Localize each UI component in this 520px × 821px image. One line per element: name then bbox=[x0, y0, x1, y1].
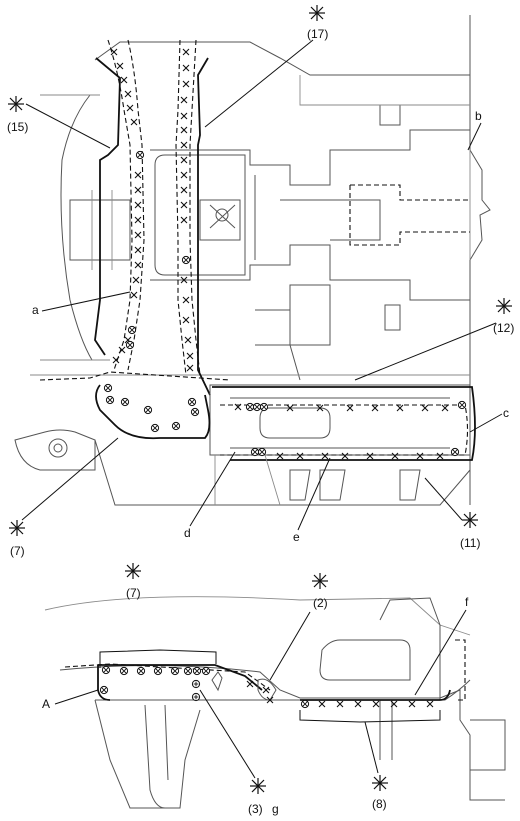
label-g: g bbox=[272, 802, 279, 816]
callout-11: (11) bbox=[460, 536, 480, 550]
star-2 bbox=[311, 572, 329, 590]
leader-2 bbox=[269, 611, 311, 681]
star-12 bbox=[495, 297, 513, 315]
leader-a bbox=[41, 291, 131, 312]
side-body-outline bbox=[44, 596, 506, 809]
rocker-panel bbox=[94, 384, 476, 506]
leader-11 bbox=[424, 477, 463, 521]
callout-2: (2) bbox=[313, 596, 328, 610]
star-7-bottom bbox=[124, 562, 142, 580]
side-sill-welds bbox=[300, 689, 451, 709]
leader-A bbox=[54, 689, 99, 705]
label-A: A bbox=[42, 697, 50, 711]
front-bracket bbox=[14, 371, 231, 471]
leader-8 bbox=[364, 721, 379, 774]
callout-15: (15) bbox=[7, 120, 28, 134]
callout-7-top: (7) bbox=[10, 544, 25, 558]
brace-8 bbox=[299, 710, 441, 723]
leader-15 bbox=[25, 103, 111, 149]
leader-f bbox=[414, 609, 467, 696]
label-c: c bbox=[503, 406, 509, 420]
callout-17: (17) bbox=[307, 27, 328, 41]
leader-d bbox=[189, 451, 236, 527]
side-view: (7) (2) f A (8) (3) g bbox=[42, 562, 506, 816]
label-a: a bbox=[32, 303, 39, 317]
label-b: b bbox=[475, 109, 482, 123]
leader-7-top bbox=[21, 437, 119, 521]
leader-12 bbox=[354, 322, 497, 381]
label-d: d bbox=[184, 526, 191, 540]
star-3 bbox=[249, 777, 267, 795]
label-f: f bbox=[465, 595, 469, 609]
leader-e bbox=[297, 457, 331, 531]
top-view: (17) (15) b a (12) c (7) d e (11) bbox=[7, 4, 514, 558]
star-17 bbox=[308, 4, 326, 22]
star-15 bbox=[7, 95, 25, 113]
callout-7-bottom: (7) bbox=[126, 586, 141, 600]
leader-3 bbox=[199, 689, 256, 779]
star-7-top bbox=[8, 519, 26, 537]
side-bracket bbox=[64, 663, 277, 704]
callout-12: (12) bbox=[493, 321, 514, 335]
star-11 bbox=[461, 511, 479, 529]
leader-17 bbox=[204, 39, 314, 128]
brace-7-bottom bbox=[99, 649, 217, 668]
leader-b bbox=[467, 122, 482, 151]
leader-c bbox=[469, 413, 503, 433]
underbody-outline bbox=[30, 15, 491, 505]
callout-3: (3) bbox=[248, 802, 263, 816]
label-e: e bbox=[293, 530, 300, 544]
callout-8: (8) bbox=[372, 797, 387, 811]
frame-rail-left bbox=[94, 39, 211, 396]
star-8 bbox=[371, 774, 389, 792]
